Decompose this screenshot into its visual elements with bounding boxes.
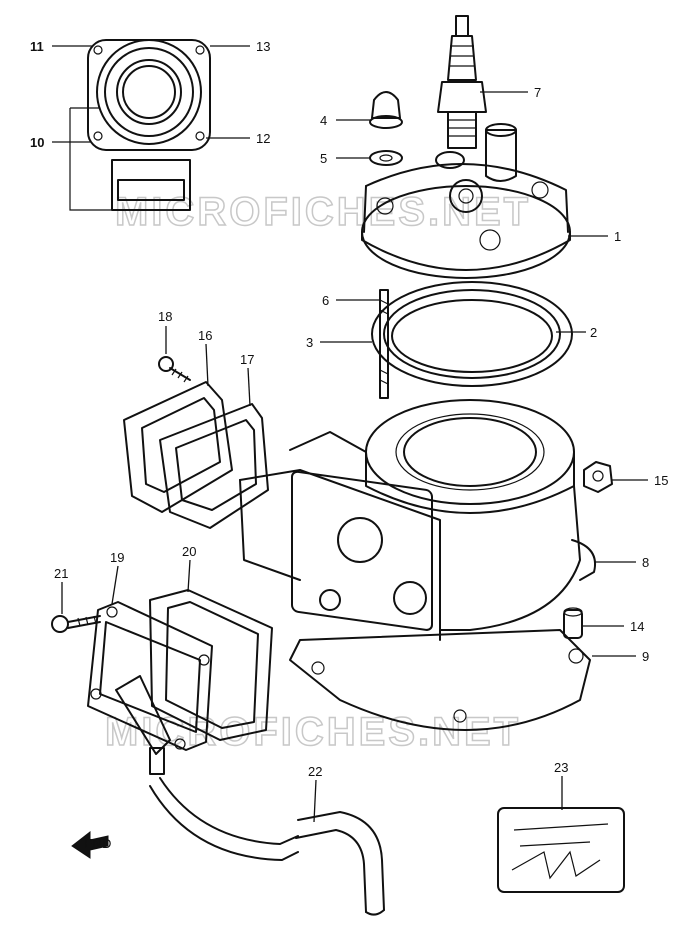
leader-lines	[52, 45, 648, 823]
exhaust-gasket-a	[123, 381, 233, 513]
caution-label	[497, 807, 625, 893]
callout-6: 6	[322, 293, 329, 308]
flange-nut	[583, 461, 613, 493]
watermark-bottom: MICROFICHES.NET	[105, 710, 521, 754]
callout-11: 11	[30, 39, 44, 54]
callout-4: 4	[320, 113, 327, 128]
cylinder-head	[361, 123, 571, 279]
callout-20: 20	[182, 544, 196, 559]
callout-23: 23	[554, 760, 568, 775]
head-gasket-ring	[383, 289, 561, 379]
callout-7: 7	[534, 85, 541, 100]
cylinder-block	[239, 399, 596, 731]
o-ring	[371, 281, 573, 387]
callout-10: 10	[30, 135, 44, 150]
callout-14: 14	[630, 619, 644, 634]
front-direction-arrow-icon: END	[71, 830, 111, 859]
callout-22: 22	[308, 764, 322, 779]
screw	[51, 615, 101, 633]
reed-valve-cover	[87, 601, 213, 775]
stud-bolt	[379, 289, 389, 399]
callout-15: 15	[654, 473, 668, 488]
callout-3: 3	[306, 335, 313, 350]
arrow-label: END	[84, 836, 111, 851]
callout-2: 2	[590, 325, 597, 340]
callout-9: 9	[642, 649, 649, 664]
callout-8: 8	[642, 555, 649, 570]
callout-13: 13	[256, 39, 270, 54]
breather-hose	[149, 777, 385, 916]
washer	[369, 150, 403, 166]
callout-1: 1	[614, 229, 621, 244]
cap-nut	[369, 91, 403, 129]
callout-18: 18	[158, 309, 172, 324]
dowel-pin	[563, 607, 583, 639]
callout-17: 17	[240, 352, 254, 367]
callout-19: 19	[110, 550, 124, 565]
exhaust-gasket-b	[159, 403, 269, 529]
callout-21: 21	[54, 566, 68, 581]
inset-cylinder-top-view	[69, 39, 211, 211]
callout-16: 16	[198, 328, 212, 343]
callout-12: 12	[256, 131, 270, 146]
spark-plug	[437, 15, 487, 149]
callout-5: 5	[320, 151, 327, 166]
exhaust-bolt	[158, 356, 191, 383]
callouts: 1 2 3 4 5 6 7 8 9 10 11 12 13 14 15 16 1…	[30, 39, 668, 779]
